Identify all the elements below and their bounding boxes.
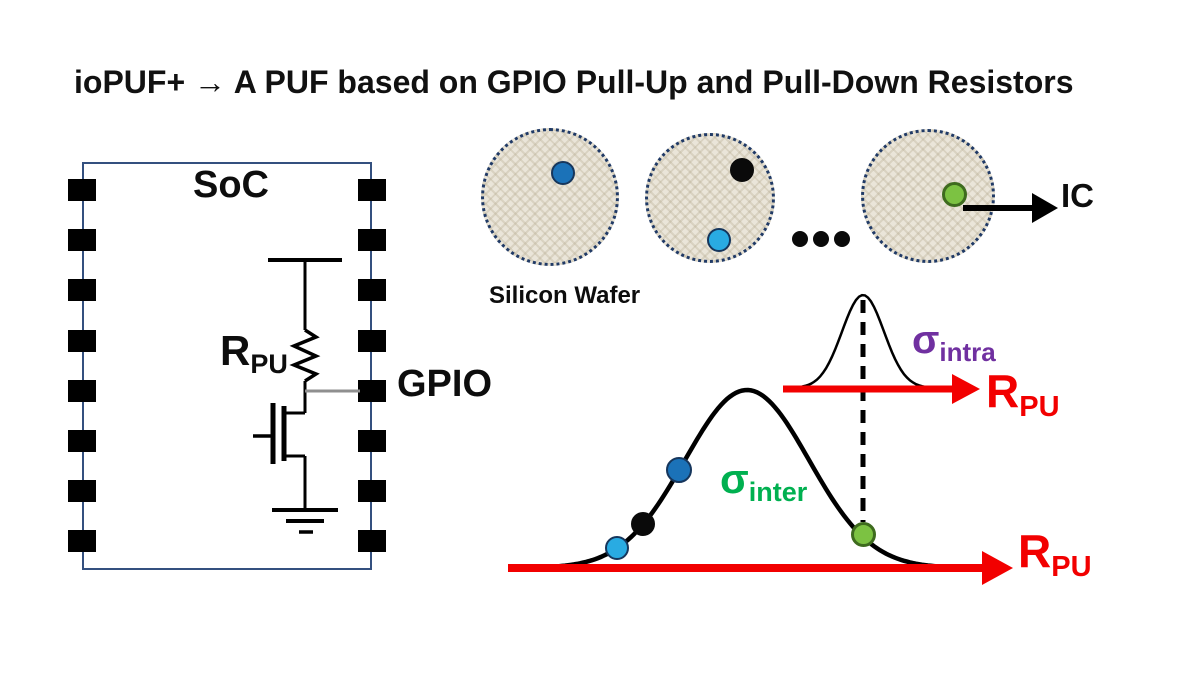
wafer2-cyan-die-dot xyxy=(707,228,731,252)
chip-pin xyxy=(68,279,96,301)
silicon-wafer-caption: Silicon Wafer xyxy=(489,282,641,309)
sigma-inter-label: σinter xyxy=(720,455,807,506)
rpu-axis-label-lower: RPU xyxy=(1018,525,1092,581)
chip-pin-gpio xyxy=(358,380,386,402)
sigma-inter-sub: inter xyxy=(748,477,808,508)
ellipsis-dot xyxy=(813,231,829,247)
rpu-axis-label-upper: RPU xyxy=(986,365,1060,421)
rpu-lower-base: R xyxy=(1018,525,1052,577)
chip-pin xyxy=(68,480,96,502)
chip-pin xyxy=(68,380,96,402)
sigma-intra-sub: intra xyxy=(939,336,996,367)
chip-pin xyxy=(358,430,386,452)
sigma-intra-base: σ xyxy=(912,318,940,362)
gpio-pin-label: GPIO xyxy=(397,363,493,405)
pullup-resistor-label: RPU xyxy=(220,327,288,378)
chip-pin xyxy=(358,480,386,502)
curve-black-ic-dot xyxy=(631,512,655,536)
curve-blue-ic-dot xyxy=(666,457,692,483)
ellipsis-dot xyxy=(792,231,808,247)
page-title: ioPUF+ → A PUF based on GPIO Pull-Up and… xyxy=(74,64,1074,100)
soc-chip-body xyxy=(82,162,372,570)
silicon-wafer-3 xyxy=(861,129,995,263)
chip-pin xyxy=(68,530,96,552)
wafer2-black-die-dot xyxy=(730,158,754,182)
chip-pin xyxy=(358,330,386,352)
chip-pin xyxy=(358,179,386,201)
silicon-wafer-1 xyxy=(481,128,619,266)
wafer1-blue-die-dot xyxy=(551,161,575,185)
sigma-intra-label: σintra xyxy=(912,318,996,365)
chip-pin xyxy=(68,229,96,251)
chip-pin xyxy=(68,430,96,452)
soc-label: SoC xyxy=(193,164,269,206)
curve-cyan-ic-dot xyxy=(605,536,629,560)
chip-pin xyxy=(358,530,386,552)
resistor-label-base: R xyxy=(220,327,251,374)
intra-axis-arrow-head xyxy=(952,374,980,404)
inter-axis-arrow-head xyxy=(982,551,1013,585)
ellipsis-dot xyxy=(834,231,850,247)
chip-pin xyxy=(358,279,386,301)
chip-pin xyxy=(358,229,386,251)
sigma-inter-base: σ xyxy=(720,455,749,502)
rpu-lower-sub: PU xyxy=(1051,550,1092,583)
curve-green-ic-dot xyxy=(851,522,876,547)
rpu-upper-sub: PU xyxy=(1019,390,1060,423)
chip-pin xyxy=(68,330,96,352)
chip-pin xyxy=(68,179,96,201)
wafer3-green-die-dot xyxy=(942,182,967,207)
resistor-label-sub: PU xyxy=(250,349,288,380)
wafer-to-ic-arrow-head xyxy=(1032,193,1058,223)
ic-label: IC xyxy=(1061,177,1094,214)
rpu-upper-base: R xyxy=(986,365,1020,417)
